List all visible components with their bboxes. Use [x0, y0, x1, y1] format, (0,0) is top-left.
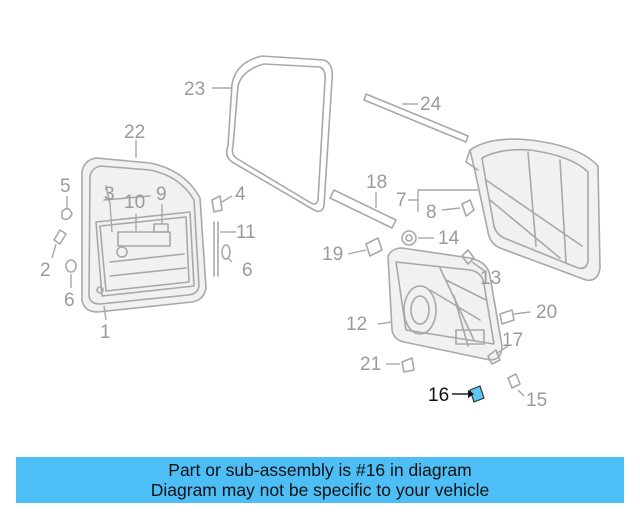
callout-9: 9 — [156, 184, 167, 205]
callout-6-right: 6 — [242, 260, 253, 281]
callout-13: 13 — [480, 268, 501, 289]
callout-19: 19 — [322, 244, 343, 265]
callout-4: 4 — [235, 184, 246, 205]
callout-24: 24 — [420, 94, 442, 115]
info-banner: Part or sub-assembly is #16 in diagram D… — [16, 457, 624, 503]
banner-line-1: Part or sub-assembly is #16 in diagram — [168, 460, 472, 480]
callout-16: 16 — [428, 385, 449, 406]
callout-15: 15 — [526, 390, 547, 411]
callout-1: 1 — [100, 322, 111, 343]
door-weatherstrip — [225, 55, 334, 213]
belt-molding — [363, 93, 469, 143]
inner-belt-strip — [329, 189, 397, 229]
callout-2: 2 — [40, 260, 51, 281]
door-trim-panel — [387, 247, 503, 361]
callout-11: 11 — [236, 222, 256, 243]
callout-8: 8 — [426, 202, 437, 223]
callout-5: 5 — [60, 176, 71, 197]
banner-line-2: Diagram may not be specific to your vehi… — [150, 480, 490, 500]
callout-6-left: 6 — [64, 290, 75, 311]
callout-3: 3 — [104, 184, 115, 205]
callout-labels: 23 24 22 4 18 7 8 5 3 10 9 11 6 2 6 1 19… — [40, 79, 557, 411]
part-16-highlight — [469, 385, 485, 403]
callout-17: 17 — [502, 330, 523, 351]
callout-12: 12 — [346, 314, 367, 335]
callout-10: 10 — [124, 192, 145, 213]
callout-20: 20 — [536, 302, 557, 323]
callout-22: 22 — [124, 122, 145, 143]
callout-7: 7 — [396, 190, 407, 211]
window-frame — [465, 138, 601, 282]
callout-23: 23 — [184, 79, 205, 100]
small-parts — [53, 195, 521, 389]
callout-18: 18 — [366, 172, 387, 193]
door-shell — [81, 157, 207, 313]
parts-diagram: 23 24 22 4 18 7 8 5 3 10 9 11 6 2 6 1 19… — [40, 55, 601, 411]
callout-21: 21 — [360, 354, 381, 375]
callout-14: 14 — [438, 228, 460, 249]
leader-lines — [51, 87, 531, 398]
